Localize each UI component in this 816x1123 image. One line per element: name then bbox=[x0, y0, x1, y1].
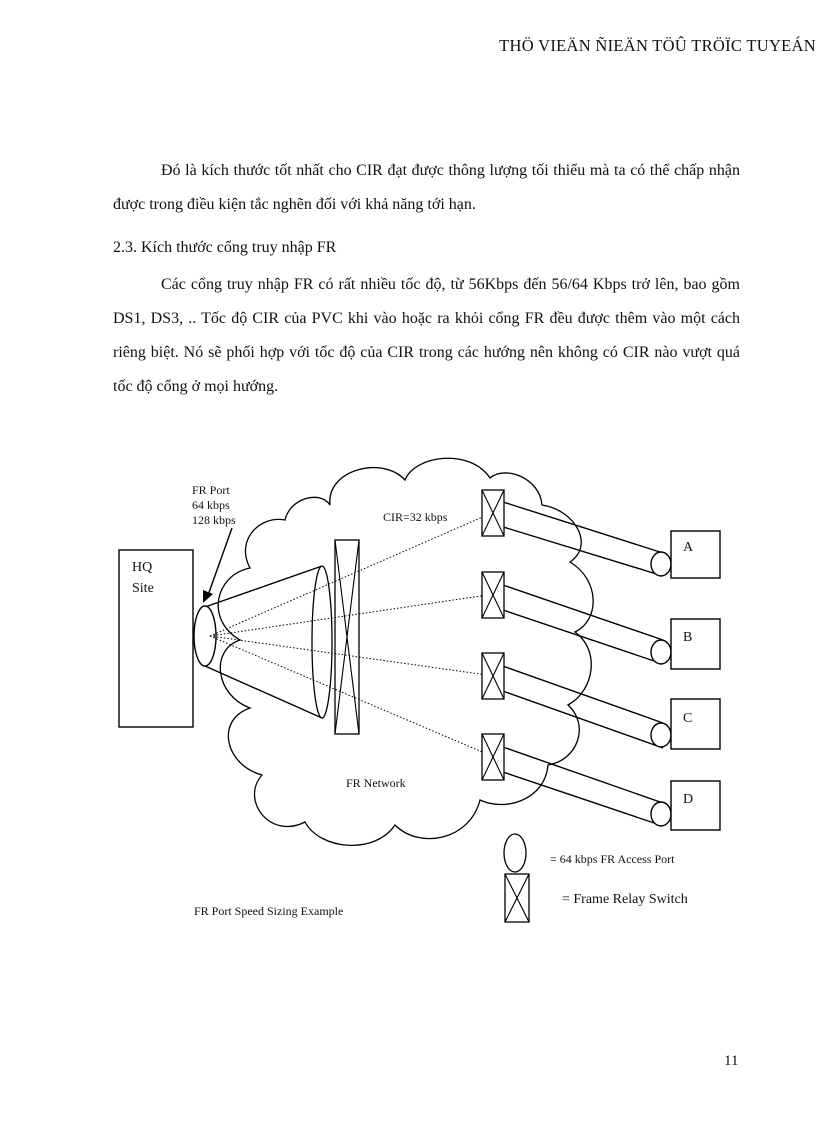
cir-label: CIR=32 kbps bbox=[383, 510, 448, 524]
fr-port-label-2: 64 kbps bbox=[192, 498, 230, 512]
site-c-label: C bbox=[683, 711, 692, 726]
pvc-lines bbox=[209, 511, 495, 758]
pipe-end-ellipse bbox=[311, 565, 333, 719]
edge-switch-a bbox=[481, 489, 505, 537]
fr-access-port bbox=[193, 605, 217, 667]
hq-label-2: Site bbox=[132, 581, 154, 596]
site-d-label: D bbox=[683, 792, 693, 807]
site-b-label: B bbox=[683, 630, 692, 645]
edge-switch-b bbox=[481, 571, 505, 619]
fr-port-arrow-head bbox=[203, 590, 213, 603]
fr-network-cloud bbox=[217, 457, 594, 846]
body-paragraph-2: Các cổng truy nhập FR có rất nhiều tốc đ… bbox=[113, 276, 740, 395]
fr-network-label: FR Network bbox=[346, 776, 406, 790]
body-paragraph-1: Đó là kích thước tốt nhất cho CIR đạt đư… bbox=[113, 162, 740, 213]
legend-switch-label: = Frame Relay Switch bbox=[562, 892, 688, 907]
page-number: 11 bbox=[724, 1053, 739, 1069]
edge-switch-d bbox=[481, 733, 505, 781]
site-c-box bbox=[670, 698, 721, 750]
site-b-box bbox=[670, 618, 721, 670]
site-a-label: A bbox=[683, 540, 694, 555]
site-d-box bbox=[670, 780, 721, 831]
edge-switch-c bbox=[481, 652, 505, 700]
fr-port-label-1: FR Port bbox=[192, 483, 230, 497]
running-header: THÖ VIEÄN ÑIEÄN TÖÛ TRÖÏC TUYEÁN bbox=[499, 36, 816, 55]
legend-port-icon bbox=[503, 833, 527, 873]
legend-port-label: = 64 kbps FR Access Port bbox=[550, 852, 675, 866]
remote-port-ellipses bbox=[650, 551, 672, 827]
section-heading: 2.3. Kích thước cổng truy nhập FR bbox=[113, 239, 337, 256]
diagram-caption: FR Port Speed Sizing Example bbox=[194, 904, 343, 918]
remote-pipes bbox=[499, 500, 664, 827]
hq-site-box bbox=[118, 549, 194, 728]
site-a-box bbox=[670, 530, 721, 579]
hq-label-1: HQ bbox=[132, 560, 152, 575]
fr-port-label-3: 128 kbps bbox=[192, 513, 236, 527]
